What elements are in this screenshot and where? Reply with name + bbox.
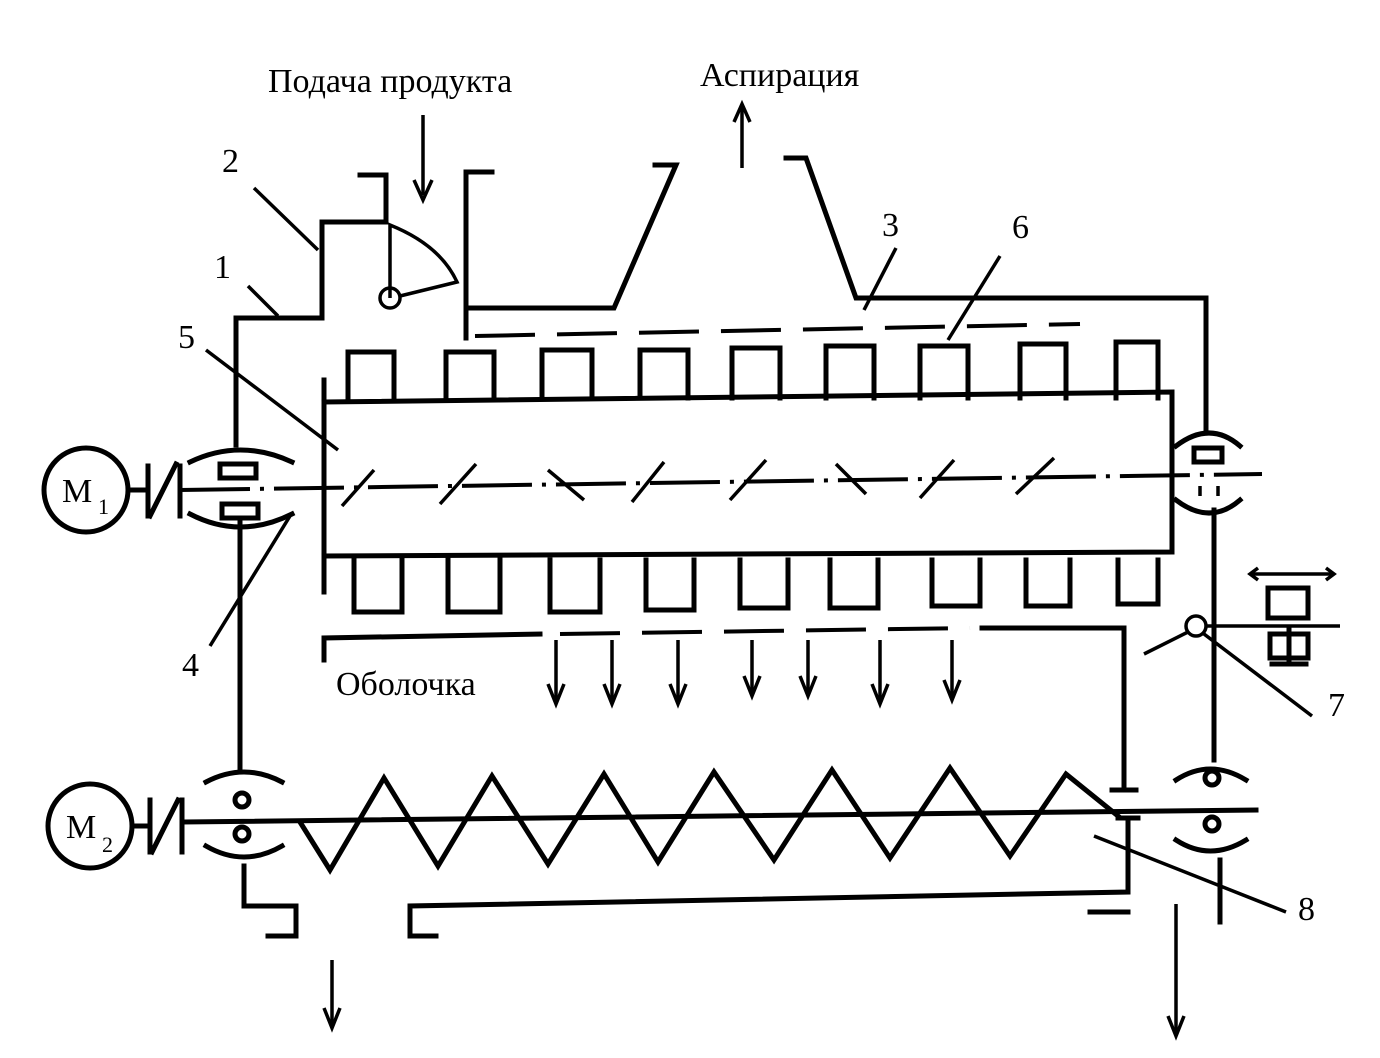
callout-3: 3: [862, 207, 899, 311]
left-bearing-upper: [186, 447, 296, 773]
svg-text:1: 1: [214, 249, 231, 286]
screw-flight: [296, 763, 1122, 875]
svg-text:5: 5: [178, 319, 195, 356]
screw-shaft: [181, 807, 1259, 825]
svg-text:2: 2: [222, 143, 239, 180]
right-bearing-upper: [1172, 430, 1244, 763]
svg-text:6: 6: [1012, 209, 1029, 246]
outlet-arrow-left: [322, 960, 342, 1033]
upper-beaters: [345, 339, 1161, 401]
motor-2-index: 2: [102, 832, 113, 857]
callout-2: 2: [222, 143, 320, 252]
aspiration-arrow: [732, 99, 752, 168]
lower-sieve: [321, 625, 1139, 793]
outlet-arrow-right: [1166, 904, 1186, 1041]
callout-4: 4: [182, 515, 292, 684]
motor-2-letter: M: [66, 809, 96, 846]
callout-6: 6: [946, 209, 1029, 341]
left-bearing-lower: [202, 769, 299, 939]
conveyor-trough: [407, 815, 1141, 939]
motor-1-index: 1: [98, 494, 109, 519]
aspiration-label: Аспирация: [700, 57, 860, 94]
motor-1: M 1: [41, 445, 131, 535]
callout-8: 8: [1093, 834, 1315, 928]
rotor-blades: [340, 456, 1056, 508]
motor-2: M 2: [45, 781, 135, 871]
husk-label: Оболочка: [336, 666, 476, 703]
feed-arrow: [412, 115, 434, 205]
rotor-shaft: [179, 472, 1263, 492]
right-bearing-lower: [1172, 766, 1250, 925]
svg-text:4: 4: [182, 647, 199, 684]
husk-arrows: [546, 640, 962, 709]
svg-text:3: 3: [882, 207, 899, 244]
valve-7: [1143, 614, 1340, 656]
feed-label: Подача продукта: [268, 63, 512, 100]
pneumatic-actuator-symbol: [1247, 566, 1337, 667]
lower-beaters: [351, 557, 1161, 615]
svg-text:7: 7: [1328, 687, 1345, 724]
upper-sieve: [474, 322, 1081, 338]
svg-text:8: 8: [1298, 891, 1315, 928]
motor-1-letter: M: [62, 473, 92, 510]
callout-1: 1: [214, 249, 280, 318]
callout-7: 7: [1202, 632, 1345, 724]
feed-valve: [378, 222, 460, 310]
coupling-1: [127, 460, 183, 520]
coupling-2: [131, 796, 185, 856]
callout-5: 5: [178, 319, 340, 452]
upper-housing: [233, 155, 1209, 448]
